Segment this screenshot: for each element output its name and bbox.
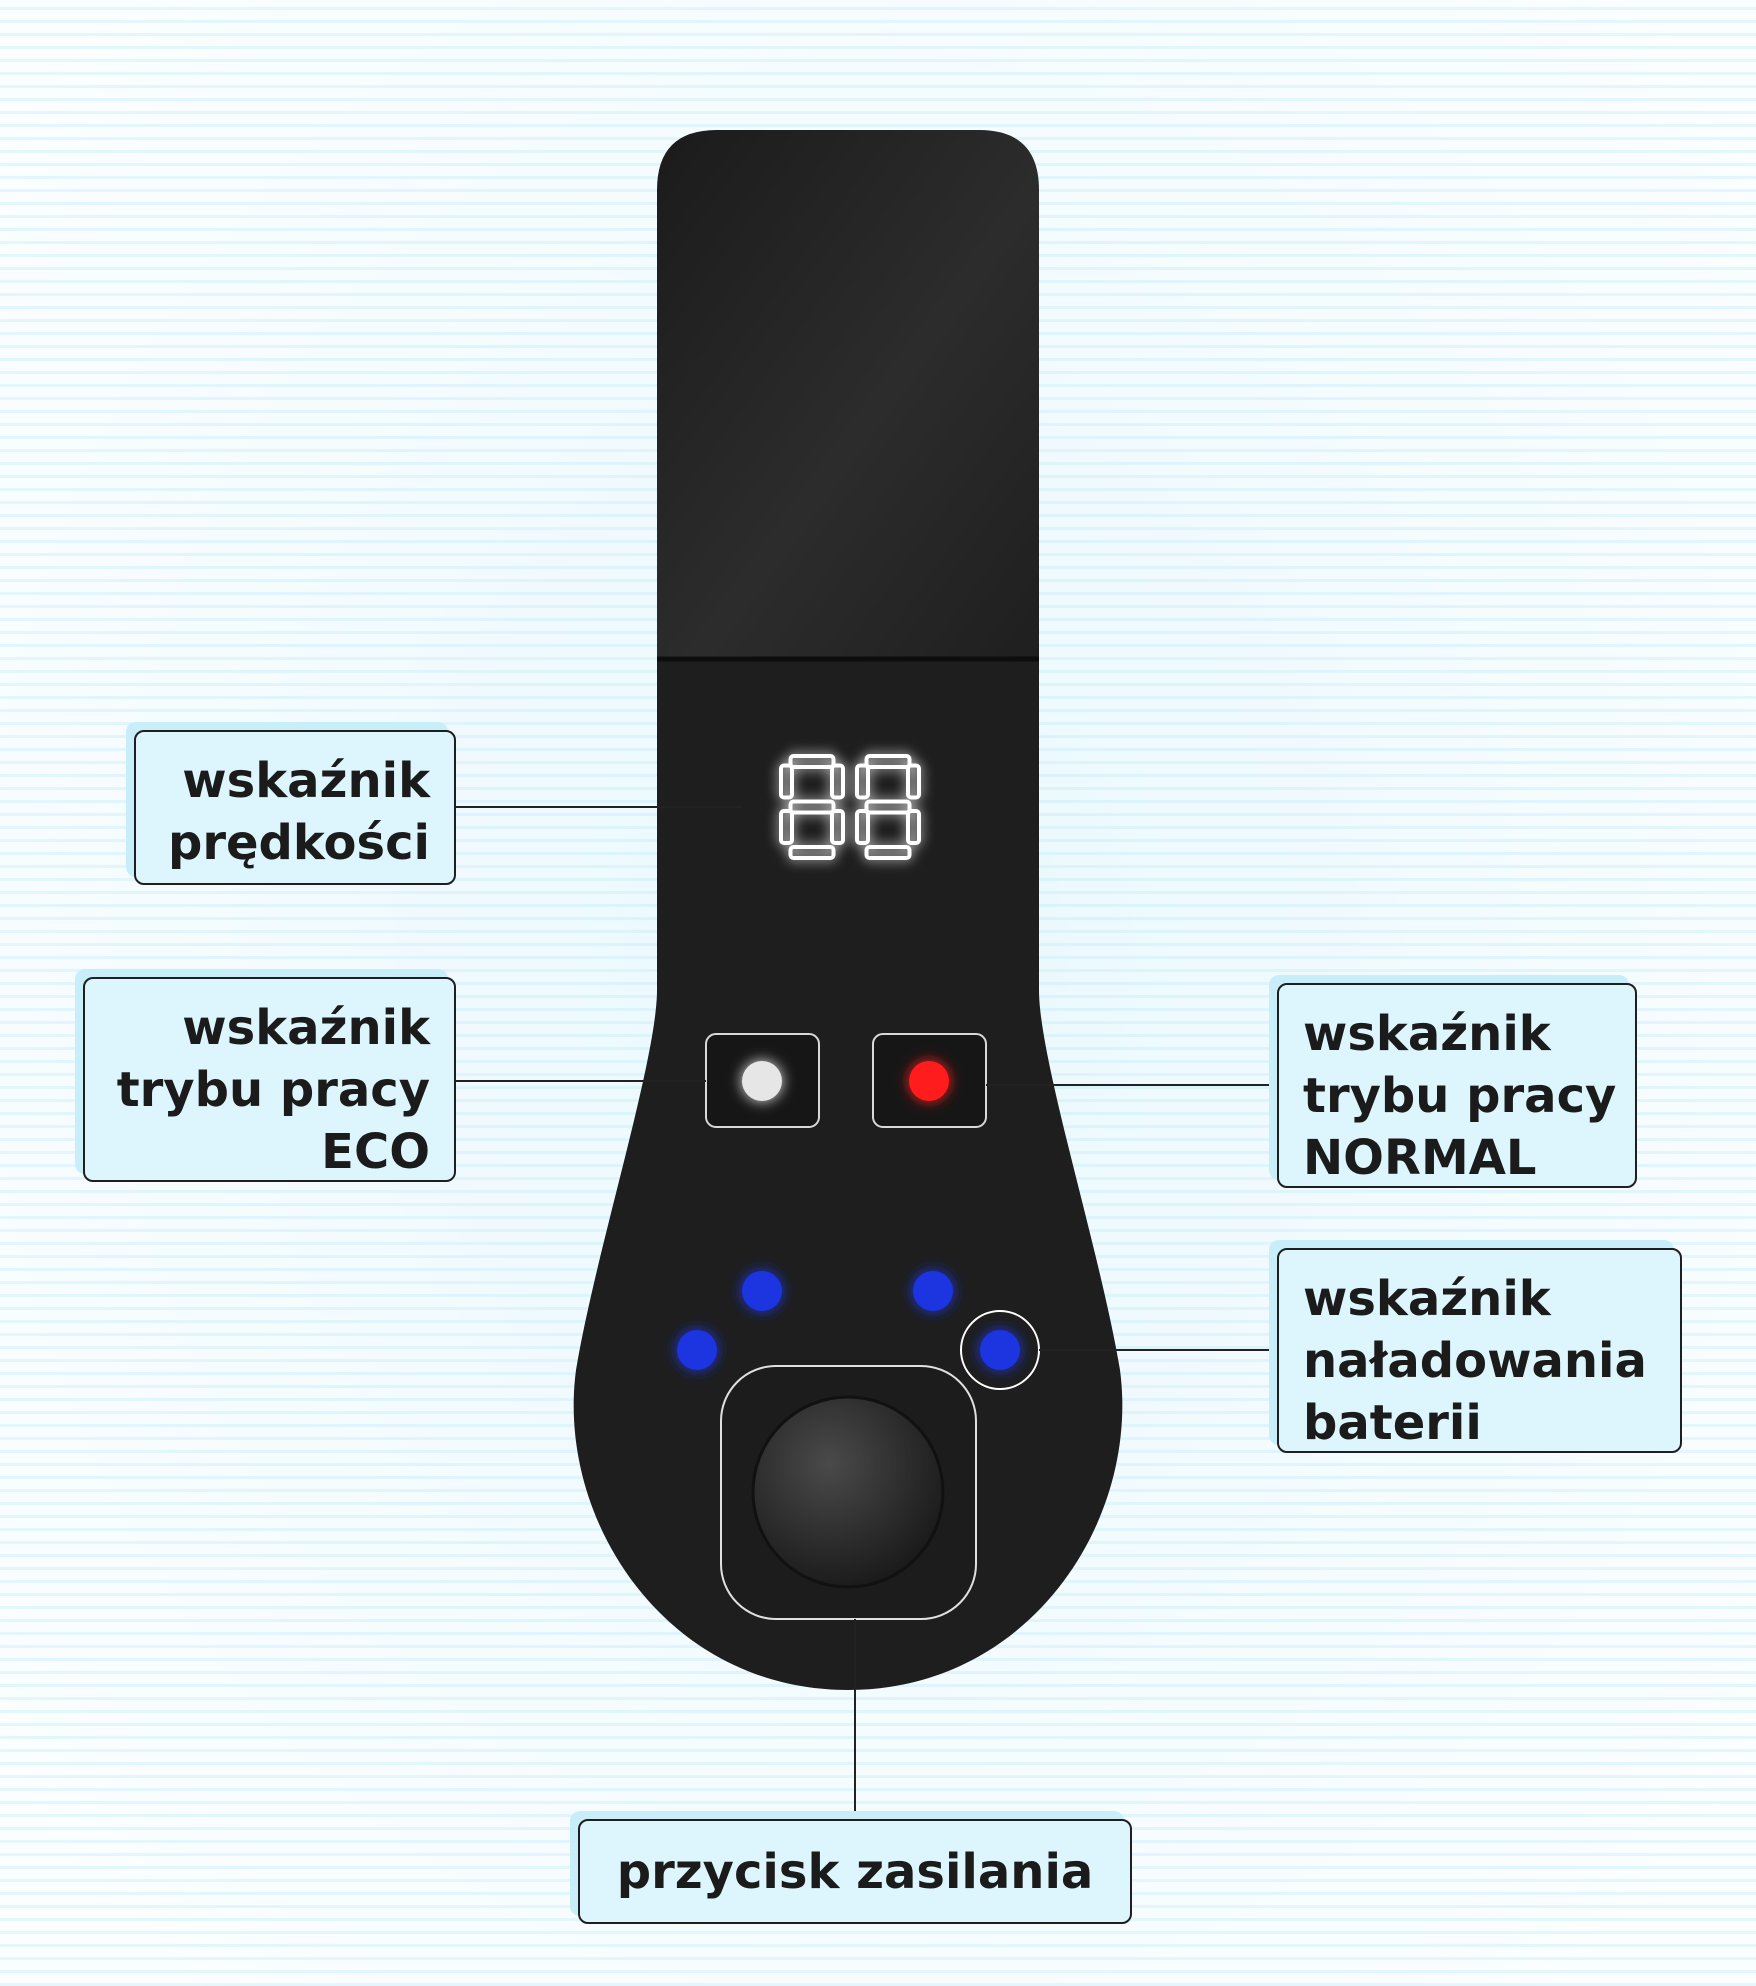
label-normal-line-2: trybu pracy	[1303, 1068, 1617, 1124]
battery-led-4	[980, 1330, 1020, 1370]
speed-display	[779, 754, 921, 860]
leader-lines	[456, 806, 1277, 1819]
label-eco-line-2: trybu pracy	[116, 1062, 430, 1118]
segment-1-f	[779, 763, 794, 800]
segment-1-g	[788, 799, 836, 815]
label-power-line-1: przycisk zasilania	[616, 1844, 1094, 1900]
label-normal-line-3: NORMAL	[1303, 1130, 1537, 1186]
label-speed-line-2: prędkości	[167, 815, 430, 871]
segment-2-e	[855, 809, 870, 845]
segment-1-e	[779, 809, 794, 845]
label-speed-line-1: wskaźnik	[182, 753, 430, 809]
battery-indicator-leds	[677, 1271, 1020, 1370]
segment-2-d	[864, 845, 912, 860]
power-button[interactable]	[751, 1395, 945, 1589]
segment-1-d	[788, 845, 836, 860]
label-battery-line-1: wskaźnik	[1303, 1271, 1551, 1327]
segment-2-b	[906, 763, 921, 800]
label-battery-line-2: naładowania	[1303, 1333, 1647, 1389]
battery-led-3	[913, 1271, 953, 1311]
label-speed-indicator: wskaźnik prędkości	[134, 730, 456, 885]
label-eco-mode: wskaźnik trybu pracy ECO	[83, 977, 456, 1182]
segment-1-b	[830, 763, 845, 800]
label-battery-indicator: wskaźnik naładowania baterii	[1277, 1248, 1682, 1453]
segment-2-f	[855, 763, 870, 800]
label-eco-line-3: ECO	[321, 1124, 430, 1180]
normal-mode-led	[909, 1061, 949, 1101]
segment-2-c	[906, 809, 921, 845]
segment-1-a	[788, 754, 836, 769]
label-battery-line-3: baterii	[1303, 1395, 1482, 1451]
label-normal-line-1: wskaźnik	[1303, 1006, 1551, 1062]
battery-led-1	[677, 1330, 717, 1370]
label-power-button: przycisk zasilania	[578, 1819, 1132, 1924]
segment-1-c	[830, 809, 845, 845]
battery-led-2	[742, 1271, 782, 1311]
segment-2-g	[864, 799, 912, 815]
segment-2-a	[864, 754, 912, 769]
eco-mode-led	[742, 1061, 782, 1101]
label-eco-line-1: wskaźnik	[182, 1000, 430, 1056]
device-top-panel	[657, 130, 1039, 658]
label-normal-mode: wskaźnik trybu pracy NORMAL	[1277, 983, 1637, 1188]
device-body	[573, 660, 1123, 1690]
